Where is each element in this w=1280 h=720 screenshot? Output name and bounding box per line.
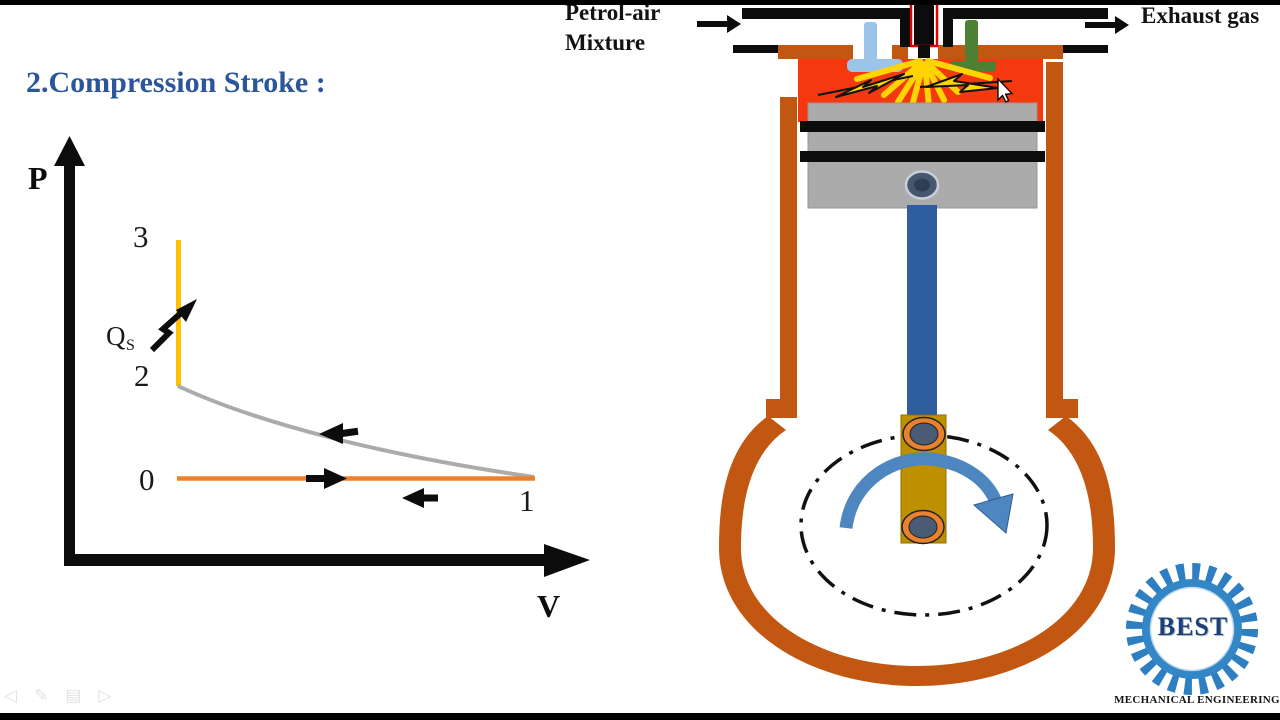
crankcase — [719, 416, 1115, 686]
connecting-rod — [907, 205, 937, 420]
compression-direction-arrow — [319, 423, 359, 444]
next-slide-icon[interactable]: ▷ — [98, 686, 112, 706]
intake-label-line2: Mixture — [565, 30, 646, 55]
mouse-cursor — [997, 77, 1014, 103]
x-axis-label: V — [537, 588, 560, 624]
y-axis-label: P — [28, 160, 48, 196]
return-direction-arrow — [402, 488, 438, 508]
point-label-2: 2 — [134, 358, 150, 393]
intake-flow-arrow-icon — [697, 15, 741, 33]
engine-diagram — [697, 0, 1129, 686]
point-label-3: 3 — [133, 219, 149, 254]
slide-title: 2.Compression Stroke : — [26, 66, 326, 99]
letterbox-bar-bottom — [0, 713, 1280, 720]
brand-logo-text: BEST — [1157, 612, 1229, 641]
heat-supply-arrow — [149, 299, 197, 353]
pen-tool-icon[interactable]: ✎ — [34, 686, 49, 706]
crank-pin-top-center — [909, 422, 939, 446]
intake-label: Petrol-air Mixture — [565, 0, 660, 58]
letterbox-bar-top — [0, 0, 1280, 5]
piston-ring-bottom — [800, 151, 1045, 162]
p-axis-arrowhead — [54, 136, 85, 166]
intake-pipe — [733, 8, 910, 53]
exhaust-flow-arrow-icon — [1085, 16, 1129, 34]
suction-direction-arrow — [306, 468, 347, 489]
chamber-side-right — [1036, 103, 1043, 122]
previous-slide-icon[interactable]: ◁ — [4, 686, 18, 706]
cylinder-wall-right — [1046, 62, 1063, 418]
rotation-arrow — [839, 452, 1014, 534]
cylinder-wall-left — [780, 97, 797, 418]
slide-menu-icon[interactable]: ▤ — [65, 686, 82, 706]
spark-plug — [909, 0, 939, 58]
brand-logo-caption: MECHANICAL ENGINEERING — [1114, 694, 1280, 706]
chamber-side-left — [798, 103, 808, 122]
wall-flange-left — [766, 399, 797, 418]
presenter-toolbar: ◁ ✎ ▤ ▷ — [4, 686, 111, 706]
piston-ring-top — [800, 121, 1045, 132]
heat-label-q: Q — [106, 321, 126, 351]
exhaust-pipe — [943, 8, 1108, 53]
lightning-bolt-left-icon — [835, 73, 905, 98]
p-axis — [54, 136, 85, 560]
intake-valve — [847, 22, 903, 72]
crank-journal-bottom-center — [908, 515, 938, 539]
point-label-0: 0 — [139, 462, 155, 497]
exhaust-label: Exhaust gas — [1141, 3, 1260, 28]
point-label-1: 1 — [519, 483, 535, 518]
pv-diagram: 3 2 0 1 Q S P V — [28, 136, 590, 624]
v-axis-arrowhead — [544, 544, 590, 577]
brand-logo-gear-icon — [1126, 563, 1258, 695]
heat-label-q-subscript: S — [126, 337, 135, 354]
wrist-pin-center — [914, 178, 930, 192]
v-axis — [64, 544, 590, 577]
wall-flange-right — [1046, 399, 1078, 418]
